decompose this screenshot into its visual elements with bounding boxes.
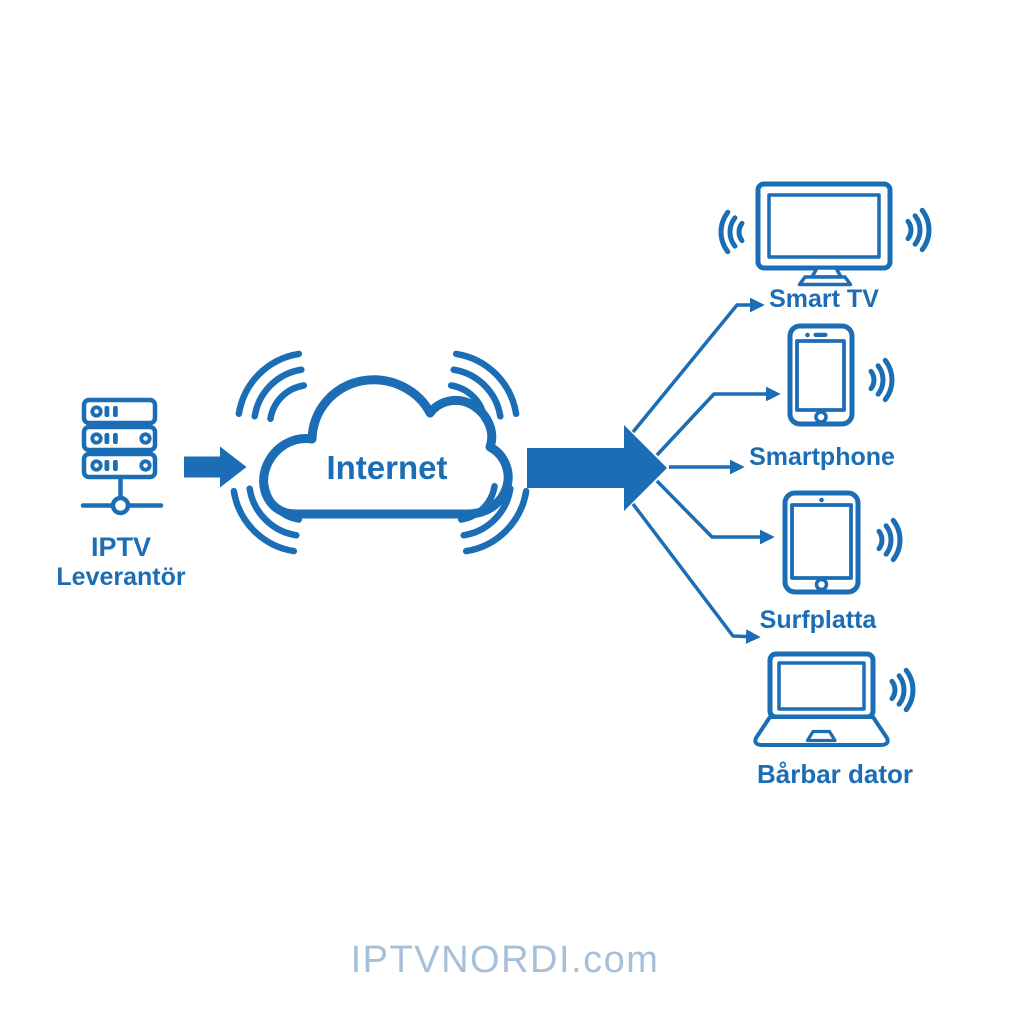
connector-smartphone bbox=[655, 386, 781, 457]
wifi-signal-icon-top-right bbox=[447, 350, 520, 423]
tablet-icon bbox=[782, 490, 861, 595]
wifi-signal-icon-bottom-right bbox=[457, 483, 530, 555]
device-label-laptop: Bårbar dator bbox=[757, 759, 913, 789]
arrow-right-icon bbox=[184, 446, 247, 488]
device-label-tablet: Surfplatta bbox=[760, 606, 878, 634]
server-icon bbox=[80, 397, 164, 516]
wifi-signal-icon-tv-left bbox=[718, 209, 745, 255]
cloud-label: Internet bbox=[326, 449, 447, 486]
big-arrow-right-icon bbox=[527, 425, 667, 511]
wifi-signal-icon-smartphone bbox=[868, 357, 895, 403]
laptop-icon bbox=[753, 651, 890, 747]
wifi-signal-icon-bottom-left bbox=[230, 483, 303, 555]
smartphone-icon bbox=[787, 323, 855, 427]
connector-smart-tv bbox=[631, 297, 765, 434]
wifi-signal-icon-tv-right bbox=[905, 207, 932, 253]
device-label-smartphone: Smartphone bbox=[749, 443, 895, 471]
connector-lines bbox=[631, 297, 781, 644]
wifi-signal-icon-tablet bbox=[876, 517, 903, 563]
smart-tv-icon bbox=[755, 181, 893, 287]
wifi-signal-icon-top-left bbox=[235, 350, 308, 423]
device-label-smart-tv: Smart TV bbox=[769, 285, 879, 313]
source-label-line2: Leverantör bbox=[56, 563, 185, 591]
source-label-line1: IPTV bbox=[91, 532, 151, 562]
wifi-signal-icon-laptop bbox=[889, 667, 916, 713]
connector-laptop bbox=[631, 502, 761, 644]
watermark-text: IPTVNORDI.com bbox=[351, 939, 660, 981]
cloud-icon bbox=[259, 375, 513, 519]
connector-tablet bbox=[655, 479, 775, 545]
